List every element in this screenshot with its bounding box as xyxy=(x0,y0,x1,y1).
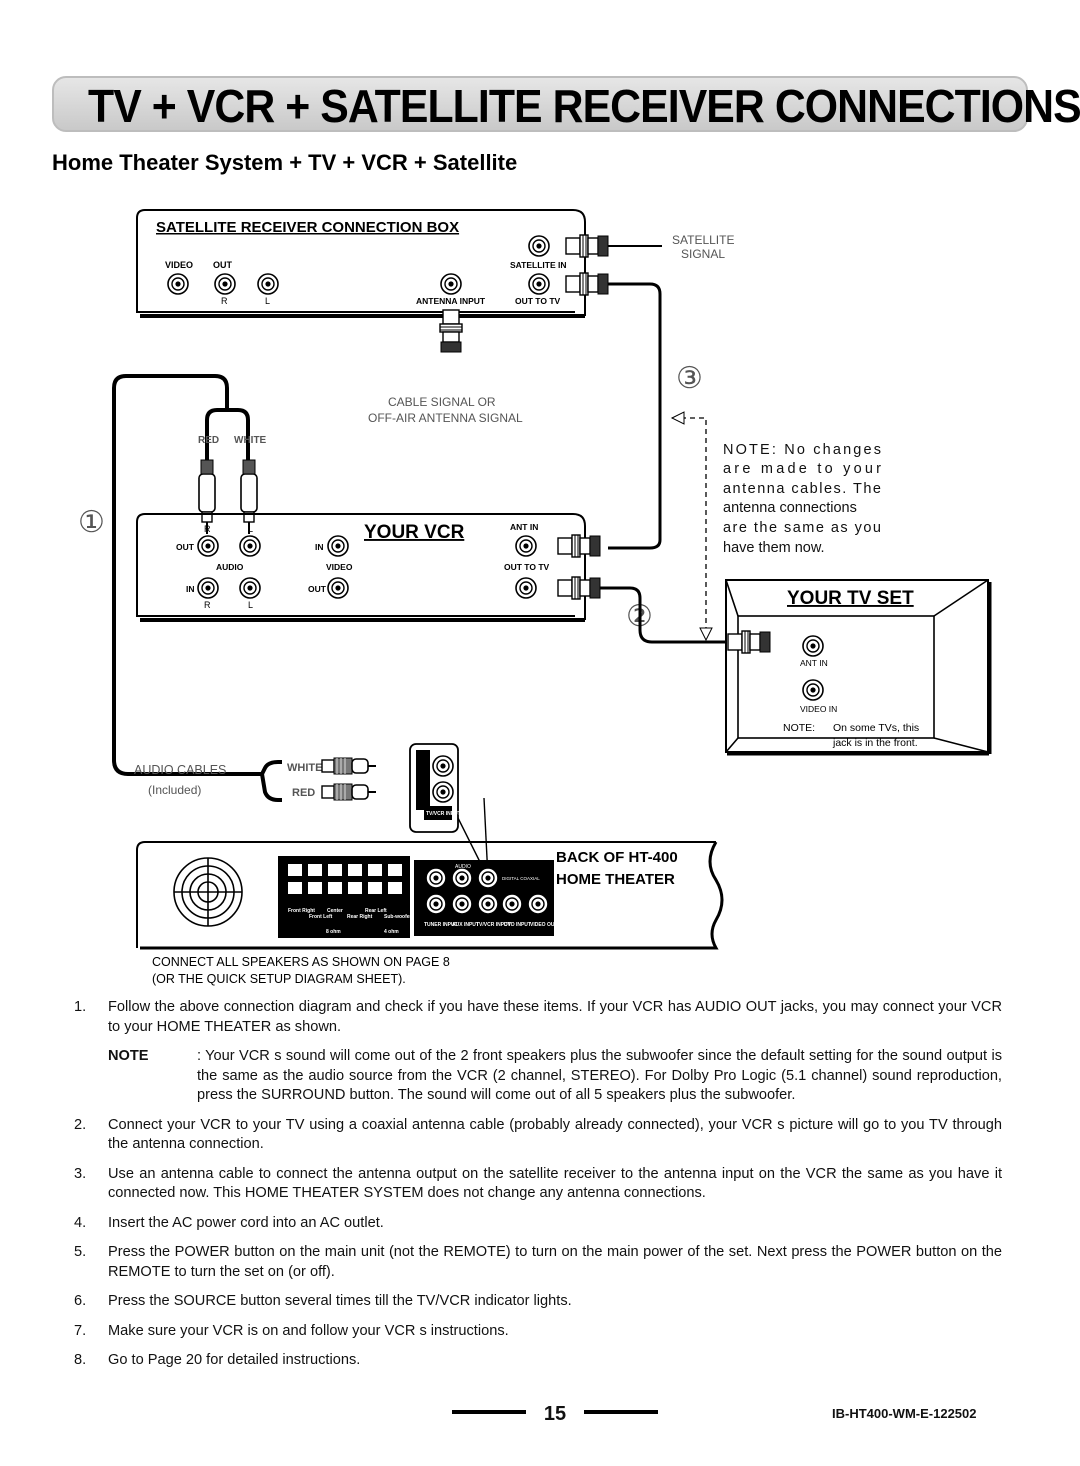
svg-text:4 ohm: 4 ohm xyxy=(384,929,399,935)
tv-title: YOUR TV SET xyxy=(787,588,914,609)
step-7: 7.Make sure your VCR is on and follow yo… xyxy=(74,1322,509,1339)
step-1: 1.Follow the above connection diagram an… xyxy=(74,999,1002,1035)
svg-text:On some TVs, this: On some TVs, this xyxy=(833,722,919,734)
page-title: TV + VCR + SATELLITE RECEIVER CONNECTION… xyxy=(88,80,1080,132)
svg-text:Center: Center xyxy=(327,908,343,914)
vcr-box: YOUR VCR R L OUT AUDIO IN R L IN VIDEO O… xyxy=(136,513,601,622)
satellite-receiver-box: SATELLITE RECEIVER CONNECTION BOX VIDEO … xyxy=(136,209,609,353)
svg-text:WHITE: WHITE xyxy=(234,435,267,446)
svg-text:ANT IN: ANT IN xyxy=(510,522,538,532)
step-6: 6.Press the SOURCE button several times … xyxy=(74,1293,572,1309)
svg-text:OFF-AIR ANTENNA SIGNAL: OFF-AIR ANTENNA SIGNAL xyxy=(368,411,523,425)
svg-text:AUDIO: AUDIO xyxy=(216,562,244,572)
svg-text:TV/VCR INPUT: TV/VCR INPUT xyxy=(476,922,511,928)
svg-text:ANTENNA INPUT: ANTENNA INPUT xyxy=(416,296,486,306)
svg-text:WHITE: WHITE xyxy=(287,762,322,774)
svg-text:are the same as you: are the same as you xyxy=(723,520,881,536)
svg-text:DIGITAL COAXIAL: DIGITAL COAXIAL xyxy=(502,876,540,881)
svg-text:8 ohm: 8 ohm xyxy=(326,929,341,935)
svg-text:ANT IN: ANT IN xyxy=(800,658,828,668)
svg-text:AUX INPUT: AUX INPUT xyxy=(452,922,479,928)
svg-text:L: L xyxy=(265,296,270,306)
satellite-signal-label: SATELLITE xyxy=(672,233,734,247)
svg-text:Front Right: Front Right xyxy=(288,908,315,914)
svg-text:CONNECT ALL SPEAKERS AS SHOWN: CONNECT ALL SPEAKERS AS SHOWN ON PAGE 8 xyxy=(152,955,450,969)
step-note: NOTE: Your VCR s sound will come out of … xyxy=(108,1048,1002,1103)
svg-text:VIDEO: VIDEO xyxy=(326,562,353,572)
marker-3: ③ xyxy=(676,362,703,395)
step-5: 5.Press the POWER button on the main uni… xyxy=(74,1244,1002,1280)
svg-text:L: L xyxy=(248,524,253,534)
page-subtitle: Home Theater System + TV + VCR + Satelli… xyxy=(52,150,518,175)
svg-text:OUT: OUT xyxy=(213,260,233,270)
svg-text:TUNER INPUT: TUNER INPUT xyxy=(424,922,458,928)
svg-text:RED: RED xyxy=(198,435,219,446)
svg-text:are made to your: are made to your xyxy=(723,461,881,477)
step-2: 2.Connect your VCR to your TV using a co… xyxy=(74,1116,1002,1153)
svg-text:SIGNAL: SIGNAL xyxy=(681,247,725,261)
svg-text:Sub-woofer: Sub-woofer xyxy=(384,914,412,920)
svg-text:R: R xyxy=(204,524,211,534)
svg-text:OUT TO TV: OUT TO TV xyxy=(515,296,561,306)
back-label-1: BACK OF HT-400 xyxy=(556,849,678,866)
svg-text:AUDIO CABLES: AUDIO CABLES xyxy=(134,763,226,777)
back-label-2: HOME THEATER xyxy=(556,871,675,888)
svg-text:OUT: OUT xyxy=(176,542,195,552)
svg-text:DVD INPUT: DVD INPUT xyxy=(504,922,531,928)
tv-set: YOUR TV SET ANT IN VIDEO IN NOTE: On som… xyxy=(725,579,992,756)
svg-text:antenna connections: antenna connections xyxy=(723,500,857,516)
instruction-list: 1.Follow the above connection diagram an… xyxy=(74,998,1002,1381)
svg-text:antenna cables. The: antenna cables. The xyxy=(723,481,881,497)
ht400-back: Front Right Front Left Center Rear Right… xyxy=(136,841,724,950)
svg-text:AUDIO: AUDIO xyxy=(455,864,471,870)
svg-text:IN: IN xyxy=(315,542,324,552)
svg-text:IN: IN xyxy=(186,584,195,594)
document-id: IB-HT400-WM-E-122502 xyxy=(832,1406,977,1421)
svg-text:Rear Right: Rear Right xyxy=(347,914,373,920)
svg-text:TV/VCR INPUT: TV/VCR INPUT xyxy=(426,811,461,817)
footer-rule-right xyxy=(584,1410,658,1414)
footer-rule-left xyxy=(452,1410,526,1414)
sat-box-title: SATELLITE RECEIVER CONNECTION BOX xyxy=(156,219,459,236)
svg-text:VIDEO IN: VIDEO IN xyxy=(800,704,837,714)
svg-text:OUT TO TV: OUT TO TV xyxy=(504,562,550,572)
svg-text:jack is in the front.: jack is in the front. xyxy=(832,737,918,749)
svg-text:RED: RED xyxy=(292,787,315,799)
step-8: 8.Go to Page 20 for detailed instruction… xyxy=(74,1352,361,1368)
svg-text:Front Left: Front Left xyxy=(309,914,333,920)
page-number: 15 xyxy=(543,1403,567,1425)
connection-diagram: SATELLITE RECEIVER CONNECTION BOX VIDEO … xyxy=(78,209,992,986)
tvvcr-input-detail: TV/VCR INPUT xyxy=(409,743,489,879)
svg-text:NOTE: No changes: NOTE: No changes xyxy=(723,442,881,458)
svg-text:NOTE:: NOTE: xyxy=(783,722,815,734)
svg-text:have them now.: have them now. xyxy=(723,540,825,556)
svg-text:(Included): (Included) xyxy=(148,783,201,797)
step-3: 3.Use an antenna cable to connect the an… xyxy=(74,1165,1002,1202)
svg-text:(OR THE QUICK SETUP DIAGRAM SH: (OR THE QUICK SETUP DIAGRAM SHEET). xyxy=(152,972,406,986)
svg-text:OUT: OUT xyxy=(308,584,327,594)
svg-text:R: R xyxy=(204,600,211,610)
svg-text:R: R xyxy=(221,296,228,306)
svg-text:SATELLITE IN: SATELLITE IN xyxy=(510,260,567,270)
antenna-note: NOTE: No changes are made to your antenn… xyxy=(723,442,881,556)
svg-text:Rear Left: Rear Left xyxy=(365,908,387,914)
vcr-title: YOUR VCR xyxy=(364,522,465,543)
title-banner: TV + VCR + SATELLITE RECEIVER CONNECTION… xyxy=(52,76,1080,132)
svg-text:CABLE SIGNAL OR: CABLE SIGNAL OR xyxy=(388,395,496,409)
step-4: 4.Insert the AC power cord into an AC ou… xyxy=(74,1214,384,1231)
marker-1: ① xyxy=(78,506,105,539)
svg-text:VIDEO: VIDEO xyxy=(165,260,193,270)
svg-text:L: L xyxy=(248,600,253,610)
svg-text:VIDEO OUT: VIDEO OUT xyxy=(530,922,558,928)
